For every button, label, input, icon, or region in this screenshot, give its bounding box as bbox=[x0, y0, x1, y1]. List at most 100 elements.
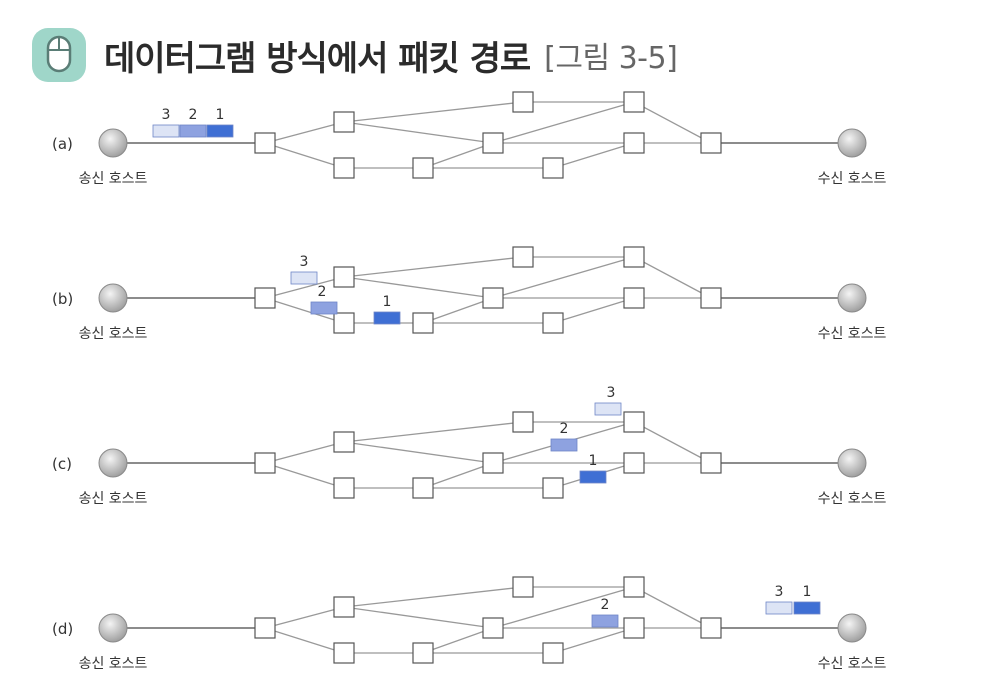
network-link bbox=[422, 297, 494, 324]
network-link bbox=[343, 421, 524, 443]
packet-label: 2 bbox=[318, 284, 327, 300]
packet-2 bbox=[591, 614, 619, 628]
router-node bbox=[623, 91, 645, 113]
network-link bbox=[633, 256, 712, 299]
network-link bbox=[343, 121, 494, 144]
router-node bbox=[623, 411, 645, 433]
router-node bbox=[512, 91, 534, 113]
network-link bbox=[552, 297, 635, 324]
packet-label: 3 bbox=[607, 385, 616, 401]
sender-host bbox=[98, 613, 128, 643]
router-node bbox=[700, 617, 722, 639]
network-link bbox=[264, 627, 345, 654]
page-title: 데이터그램 방식에서 패킷 경로 bbox=[104, 38, 531, 79]
router-node bbox=[542, 477, 564, 499]
packet-1 bbox=[579, 470, 607, 484]
receiver-host bbox=[837, 283, 867, 313]
packet-label: 1 bbox=[803, 584, 812, 600]
network-link bbox=[343, 256, 524, 278]
packet-label: 2 bbox=[560, 421, 569, 437]
network-link bbox=[552, 142, 635, 169]
panel-label: (a) bbox=[52, 135, 73, 153]
router-node bbox=[623, 287, 645, 309]
router-node bbox=[512, 411, 534, 433]
router-node bbox=[412, 312, 434, 334]
figure-number: [그림 3-5] bbox=[544, 41, 678, 76]
title-row: 데이터그램 방식에서 패킷 경로 [그림 3-5] bbox=[28, 20, 678, 90]
packet-label: 1 bbox=[383, 294, 392, 310]
network-link bbox=[264, 441, 345, 464]
packet-label: 3 bbox=[300, 254, 309, 270]
network-link bbox=[492, 586, 635, 629]
receiver-host bbox=[837, 128, 867, 158]
mouse-icon bbox=[32, 28, 86, 82]
network-link bbox=[264, 142, 345, 169]
router-node bbox=[482, 287, 504, 309]
receiver-host-label: 수신 호스트 bbox=[818, 656, 887, 672]
router-node bbox=[254, 287, 276, 309]
packet-3 bbox=[290, 271, 318, 285]
network-link bbox=[633, 586, 712, 629]
receiver-host bbox=[837, 613, 867, 643]
router-node bbox=[254, 452, 276, 474]
router-node bbox=[700, 452, 722, 474]
router-node bbox=[333, 596, 355, 618]
network-link bbox=[264, 276, 345, 299]
router-node bbox=[623, 576, 645, 598]
router-node bbox=[333, 642, 355, 664]
router-node bbox=[254, 132, 276, 154]
router-node bbox=[412, 642, 434, 664]
network-link bbox=[264, 606, 345, 629]
packet-2 bbox=[550, 438, 578, 452]
packet-label: 3 bbox=[162, 107, 171, 123]
sender-host bbox=[98, 128, 128, 158]
network-link bbox=[422, 627, 494, 654]
sender-host bbox=[98, 283, 128, 313]
packet-label: 1 bbox=[589, 453, 598, 469]
sender-host-label: 송신 호스트 bbox=[79, 326, 148, 342]
network-link bbox=[264, 297, 345, 324]
router-node bbox=[333, 157, 355, 179]
router-node bbox=[623, 246, 645, 268]
packet-label: 2 bbox=[601, 597, 610, 613]
router-node bbox=[333, 266, 355, 288]
router-node bbox=[623, 452, 645, 474]
router-node bbox=[482, 132, 504, 154]
packet-2 bbox=[179, 124, 207, 138]
router-node bbox=[512, 576, 534, 598]
network-link bbox=[633, 101, 712, 144]
network-link bbox=[492, 101, 635, 144]
receiver-host-label: 수신 호스트 bbox=[818, 171, 887, 187]
receiver-host-label: 수신 호스트 bbox=[818, 326, 887, 342]
router-node bbox=[542, 157, 564, 179]
network-link bbox=[633, 421, 712, 464]
packet-label: 1 bbox=[216, 107, 225, 123]
router-node bbox=[333, 477, 355, 499]
panel-label: (d) bbox=[52, 620, 73, 638]
network-link bbox=[422, 142, 494, 169]
sender-host bbox=[98, 448, 128, 478]
network-link bbox=[264, 121, 345, 144]
sender-host-label: 송신 호스트 bbox=[79, 491, 148, 507]
packet-3 bbox=[765, 601, 793, 615]
network-link bbox=[264, 462, 345, 489]
panel-b: (b) 송신 호스트 수신 호스트 32 1 bbox=[52, 246, 887, 342]
router-node bbox=[542, 312, 564, 334]
sender-host-label: 송신 호스트 bbox=[79, 171, 148, 187]
router-node bbox=[482, 617, 504, 639]
packet-1 bbox=[206, 124, 234, 138]
packet-1 bbox=[793, 601, 821, 615]
network-link bbox=[422, 462, 494, 489]
panel-label: (b) bbox=[52, 290, 73, 308]
network-link bbox=[343, 276, 494, 299]
router-node bbox=[542, 642, 564, 664]
packet-2 bbox=[310, 301, 338, 315]
packet-label: 3 bbox=[775, 584, 784, 600]
router-node bbox=[412, 157, 434, 179]
router-node bbox=[412, 477, 434, 499]
